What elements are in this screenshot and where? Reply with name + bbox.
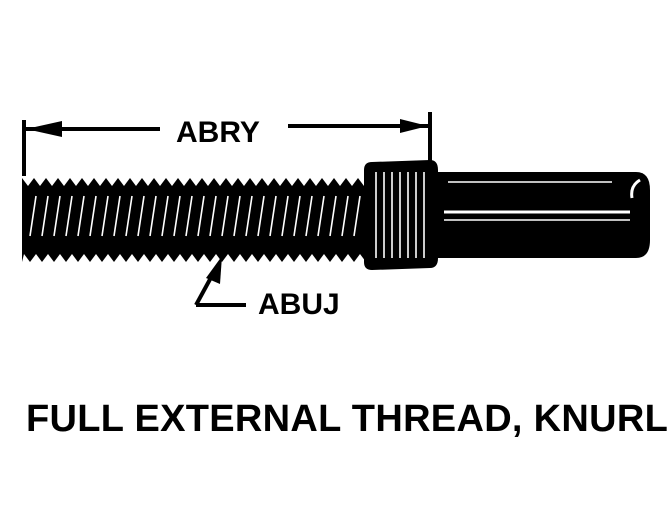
thread-crest-highlight [305, 195, 313, 237]
knurl-grooves [375, 172, 425, 258]
shank-end-highlight [630, 178, 641, 199]
thread-crest-highlight [353, 195, 361, 237]
thread-crest-highlight [185, 195, 193, 237]
thread-crest-highlight [257, 195, 265, 237]
diagram-caption: FULL EXTERNAL THREAD, KNURL [26, 398, 669, 440]
thread-crest-highlight [173, 195, 181, 237]
thread-crest-highlight [41, 195, 49, 237]
thread-leader [194, 256, 246, 307]
thread-crest-highlight [341, 195, 349, 237]
thread-crest-highlight [293, 195, 301, 237]
arrowhead-right [400, 119, 428, 133]
thread-crest-highlight [77, 195, 85, 237]
arrowhead-left [26, 121, 62, 137]
length-dimension [22, 112, 432, 176]
knurl-outline [364, 160, 438, 270]
thread-crest-highlight [281, 195, 289, 237]
thread-crest-highlight [245, 195, 253, 237]
thread-crest-highlight [89, 195, 97, 237]
thread-crest-highlight [197, 195, 205, 237]
thread-crest-highlight [269, 195, 277, 237]
thread-crest-highlight [149, 195, 157, 237]
plain-shank [436, 172, 650, 258]
thread-crest-highlight [317, 195, 325, 237]
thread-crest-highlight [53, 195, 61, 237]
thread-highlights [29, 195, 361, 237]
thread-crest-highlight [161, 195, 169, 237]
threaded-shank [22, 178, 366, 262]
thread-crest-highlight [65, 195, 73, 237]
knurl-collar [364, 160, 438, 270]
thread-crest-highlight [233, 195, 241, 237]
thread-crest-highlight [221, 195, 229, 237]
thread-crest-highlight [125, 195, 133, 237]
length-code-label: ABRY [176, 116, 260, 149]
thread-crest-highlight [113, 195, 121, 237]
thread-crest-highlight [29, 195, 37, 237]
thread-body [22, 178, 366, 262]
thread-crest-highlight [101, 195, 109, 237]
leader-arrowhead [206, 256, 222, 284]
shank-body [436, 172, 650, 258]
thread-crest-highlight [209, 195, 217, 237]
thread-crest-highlight [329, 195, 337, 237]
thread-code-label: ABUJ [258, 288, 340, 321]
thread-crest-highlight [137, 195, 145, 237]
